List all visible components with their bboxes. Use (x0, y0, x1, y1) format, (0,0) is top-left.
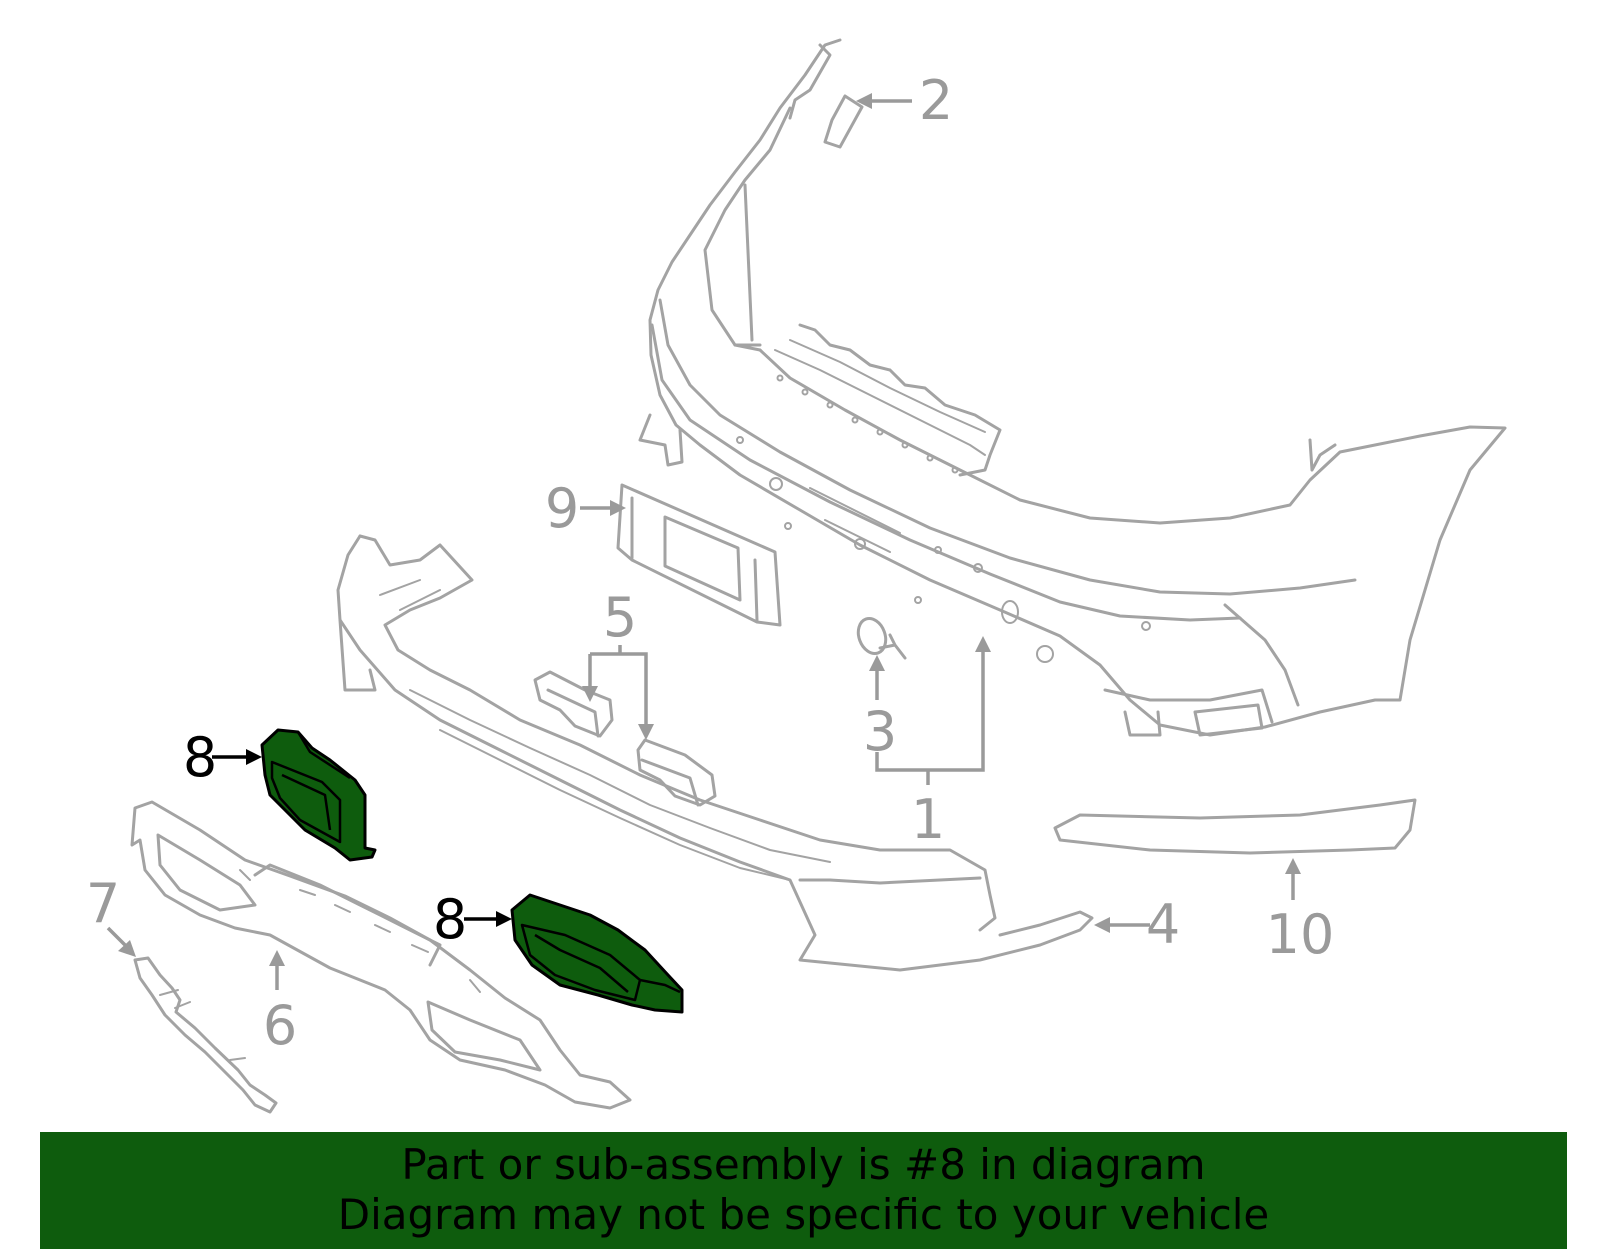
callout-label-7: 7 (86, 872, 120, 935)
callout-6: 6 (263, 950, 297, 1057)
fog-lamp-bezel-left-part (260, 728, 377, 862)
wiring-harness-part (133, 956, 278, 1114)
highlight-shape (510, 893, 684, 1014)
banner-line-part-info: Part or sub-assembly is #8 in diagram (401, 1140, 1206, 1189)
grille-surround-part (130, 800, 632, 1110)
trim-strip-part-10 (1053, 798, 1417, 855)
callout-8a: 8 (183, 726, 262, 789)
callout-label-1: 1 (911, 788, 945, 851)
callout-1: 1 (875, 636, 991, 851)
bracket-part-5 (533, 670, 717, 807)
callout-7: 7 (86, 872, 136, 957)
callout-10: 10 (1266, 858, 1335, 966)
clip-part (856, 617, 907, 660)
highlight-shape (260, 728, 377, 862)
lower-valance-part (336, 534, 1094, 972)
callout-label-3: 3 (863, 700, 897, 763)
callout-label-4: 4 (1146, 893, 1180, 956)
callout-2: 2 (856, 69, 953, 132)
callout-label-2: 2 (919, 69, 953, 132)
bumper-cover-part (638, 38, 1507, 737)
callout-label-6: 6 (263, 994, 297, 1057)
trim-piece-part-2 (823, 94, 864, 149)
callout-3: 3 (863, 655, 897, 763)
fog-lamp-bezel-right-part (510, 893, 684, 1014)
callout-4: 4 (1094, 893, 1180, 956)
bumper-mount-holes (776, 374, 959, 474)
callout-label-10: 10 (1266, 903, 1335, 966)
callout-8b: 8 (433, 888, 512, 951)
callout-9: 9 (545, 477, 626, 540)
info-banner: Part or sub-assembly is #8 in diagram Di… (40, 1132, 1567, 1249)
license-bracket-part (616, 483, 782, 627)
callout-label-8a: 8 (183, 726, 217, 789)
callout-label-8b: 8 (433, 888, 467, 951)
callout-label-9: 9 (545, 477, 579, 540)
callout-label-5: 5 (603, 586, 637, 649)
banner-line-disclaimer: Diagram may not be specific to your vehi… (337, 1190, 1270, 1239)
callout-5: 5 (582, 586, 654, 740)
